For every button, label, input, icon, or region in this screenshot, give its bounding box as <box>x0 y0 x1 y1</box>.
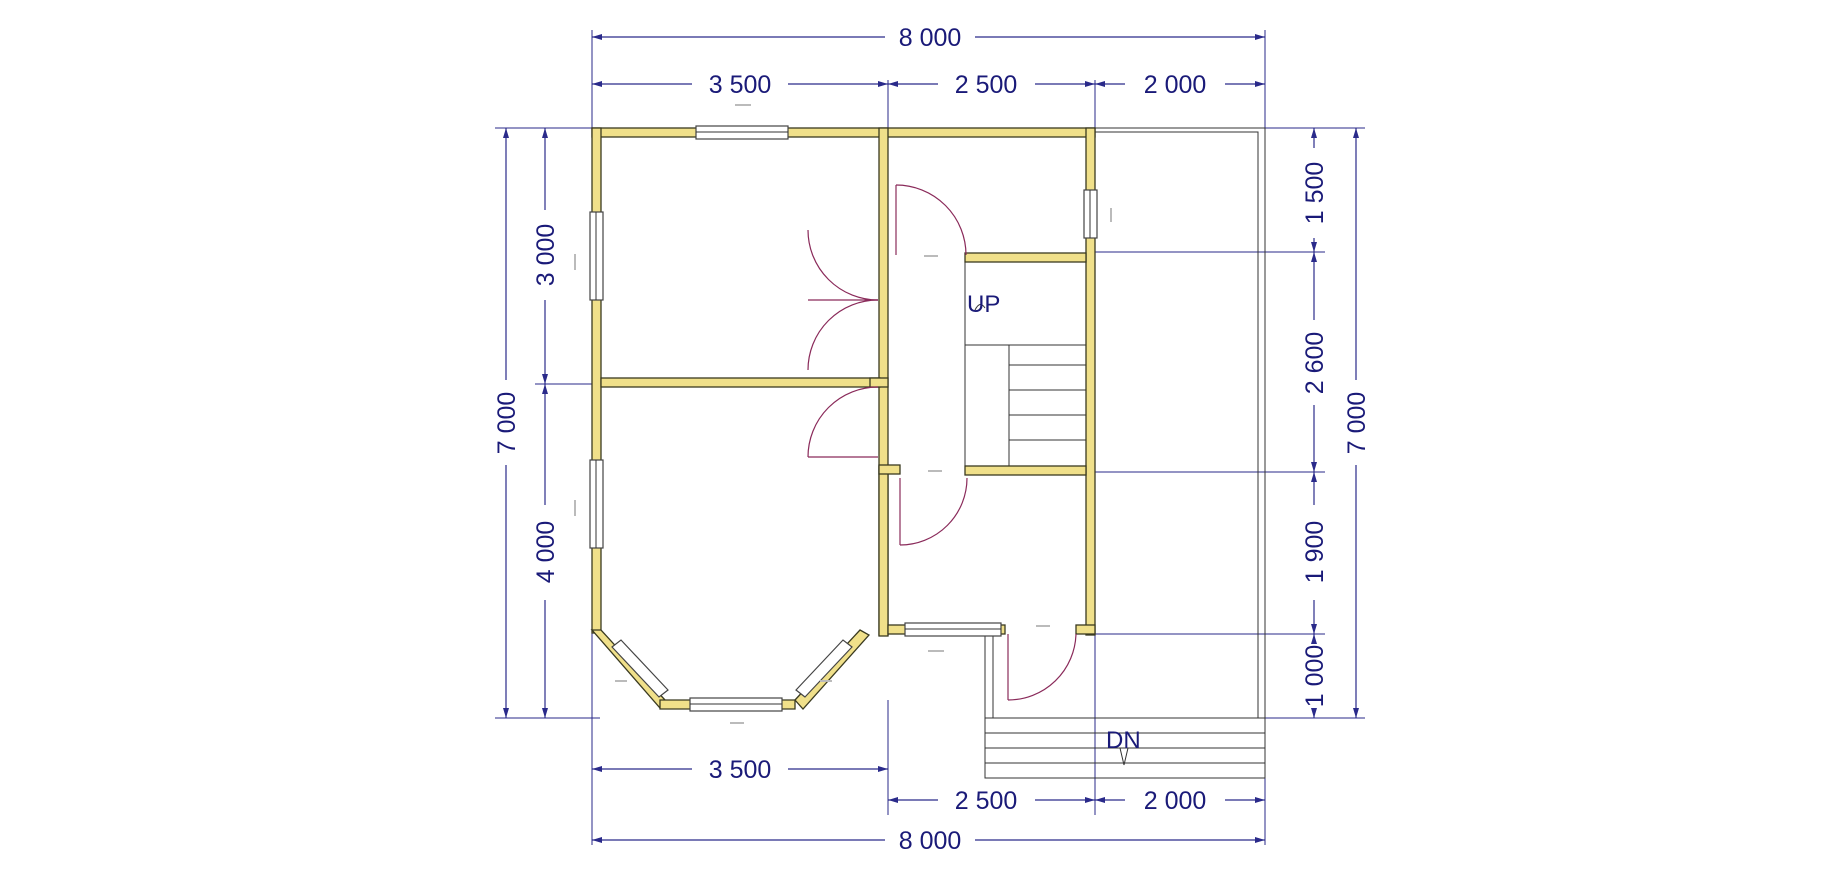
dim-top-seg3: 2 000 <box>1144 71 1207 99</box>
stairs-down-label: DN <box>1106 727 1141 754</box>
interior-stair: UP <box>964 261 1088 467</box>
dim-top-seg1: 3 500 <box>709 71 772 99</box>
stairs-up-label: UP <box>967 291 1000 318</box>
dim-top-total: 8 000 <box>899 24 962 52</box>
dim-bottom-seg3: 2 000 <box>1144 787 1207 815</box>
dimension-labels: 8 000 3 500 2 500 2 000 3 500 2 500 2 00… <box>493 24 1371 855</box>
porch-steps: DN <box>984 634 1266 779</box>
dim-bottom-seg2: 2 500 <box>955 787 1018 815</box>
windows <box>589 125 1098 712</box>
dim-right-total: 7 000 <box>1343 392 1371 455</box>
dim-top-seg2: 2 500 <box>955 71 1018 99</box>
dimension-lines <box>495 30 1365 845</box>
dim-left-seg1: 3 000 <box>532 224 560 287</box>
dim-left-total: 7 000 <box>493 392 521 455</box>
dim-right-seg1: 1 500 <box>1301 162 1329 225</box>
dim-right-seg2: 2 600 <box>1301 332 1329 395</box>
dim-bottom-total: 8 000 <box>899 827 962 855</box>
dim-left-seg2: 4 000 <box>532 521 560 584</box>
terrace-outline <box>1088 127 1266 718</box>
dim-bottom-seg1: 3 500 <box>709 756 772 784</box>
walls <box>590 127 1096 710</box>
doors <box>807 184 1077 701</box>
window-bay-left <box>611 639 669 698</box>
dim-right-seg3: 1 900 <box>1301 521 1329 584</box>
small-tags <box>574 104 1112 724</box>
dim-right-seg4: 1 000 <box>1301 645 1329 708</box>
window-bay-right <box>795 639 853 698</box>
